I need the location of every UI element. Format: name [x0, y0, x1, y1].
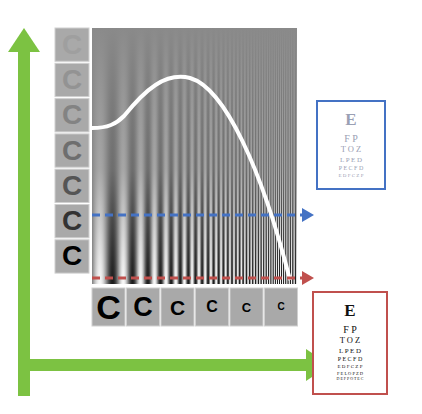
optotype-letter: C — [62, 242, 82, 270]
optotype-box — [265, 288, 298, 326]
optotype-letter: C — [133, 294, 153, 321]
optotype-letter: C — [277, 302, 284, 312]
optotype-letter: C — [242, 301, 251, 314]
arrow-head — [8, 28, 40, 52]
chart-line: L P E D — [339, 347, 361, 355]
arrow-head — [302, 271, 314, 285]
chart-line: E D F C Z P — [339, 173, 364, 179]
optotype-letter: C — [62, 101, 82, 129]
optotype-letter: C — [206, 299, 218, 315]
chart-line: E D F C Z P — [338, 364, 363, 370]
chart-line: D E F P O T E C — [337, 377, 364, 382]
optotype-box — [55, 134, 89, 167]
optotype-box — [55, 63, 89, 96]
eye-chart: E F PT O ZL P E DP E C F DE D F C Z P — [316, 100, 386, 190]
chart-line: P E C F D — [339, 165, 363, 172]
contrast-fade — [92, 28, 297, 284]
optotype-letter: C — [62, 66, 82, 94]
optotype-box — [55, 28, 89, 61]
optotype-box — [161, 288, 194, 326]
optotype-box — [196, 288, 229, 326]
optotype-box — [55, 169, 89, 202]
grating-chart — [92, 28, 297, 284]
sensitivity-curve — [92, 77, 290, 280]
chart-line: F P — [344, 133, 358, 145]
chart-line: T O Z — [340, 336, 361, 346]
chart-line: F E L O P Z D — [337, 371, 363, 376]
optotype-letter: C — [62, 207, 82, 235]
arrow-head — [302, 208, 314, 222]
optotype-letter: C — [62, 172, 82, 200]
blue-dashed-arrow — [92, 214, 304, 217]
chart-line: F P — [343, 324, 357, 336]
chart-line: T O Z — [341, 145, 362, 155]
optotype-box — [127, 288, 160, 326]
red-dashed-arrow — [92, 277, 304, 280]
chart-line: E — [345, 110, 356, 130]
optotype-letter: C — [170, 297, 185, 318]
optotype-box — [230, 288, 263, 326]
optotype-box — [92, 288, 125, 326]
optotype-box — [55, 205, 89, 238]
eye-chart: E F PT O ZL P E DP E C F DE D F C Z PF E … — [312, 291, 388, 395]
optotype-letter: C — [62, 31, 82, 59]
chart-line: L P E D — [340, 156, 362, 164]
optotype-boxes — [55, 28, 298, 326]
optotype-letter: C — [96, 290, 121, 324]
optotype-letter: C — [62, 137, 82, 165]
optotype-box — [55, 99, 89, 132]
optotype-box — [55, 240, 89, 273]
chart-line: P E C F D — [338, 356, 362, 363]
axis-arrows — [24, 50, 308, 396]
chart-line: E — [344, 301, 355, 321]
